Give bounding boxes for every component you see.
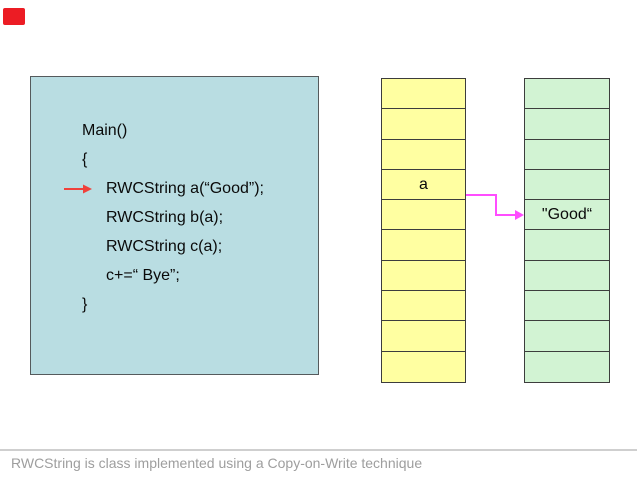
execution-arrow-icon [64,184,92,193]
code-line: RWCString c(a); [31,232,318,261]
code-line: } [31,290,318,319]
memory-cell [525,352,609,382]
code-line: c+=“ Bye”; [31,261,318,290]
record-marker [3,8,25,25]
memory-cell [382,79,465,110]
code-line-text: Main() [82,122,128,139]
memory-cell [382,230,465,261]
memory-cell: a [382,170,465,201]
memory-cell [382,261,465,292]
memory-cell [382,109,465,140]
memory-cell [382,352,465,382]
memory-cell [382,291,465,322]
memory-cell [525,140,609,170]
memory-cell [525,230,609,261]
code-line-text: } [82,296,88,313]
memory-cell [525,321,609,352]
heap-column: "Good“ [524,78,610,383]
code-line: RWCString b(a); [31,203,318,232]
code-box: Main() { RWCString a(“Good”); RWCString b(a… [30,76,319,375]
code-line: { [31,145,318,174]
stack-cell-label: a [419,175,428,193]
code-line: RWCString a(“Good”); [31,174,318,203]
stack-column: a [381,78,466,383]
memory-cell [382,140,465,170]
memory-cell: "Good“ [525,200,609,231]
memory-cell [525,261,609,292]
memory-cell [525,109,609,140]
code-line-text: { [82,151,88,168]
memory-cell [525,170,609,201]
memory-cell [525,79,609,110]
memory-cell [525,291,609,322]
code-line: Main() [31,116,318,145]
code-line-text: c+=“ Bye”; [106,267,180,284]
memory-cell [382,321,465,352]
code-line-text: RWCString a(“Good”); [106,180,264,197]
code-line-text: RWCString b(a); [106,209,224,226]
heap-cell-label: "Good“ [541,205,593,223]
code-line-text: RWCString c(a); [106,238,223,255]
footer-caption: RWCString is class implemented using a C… [11,455,423,471]
footer-divider [0,449,637,451]
memory-cell [382,200,465,231]
